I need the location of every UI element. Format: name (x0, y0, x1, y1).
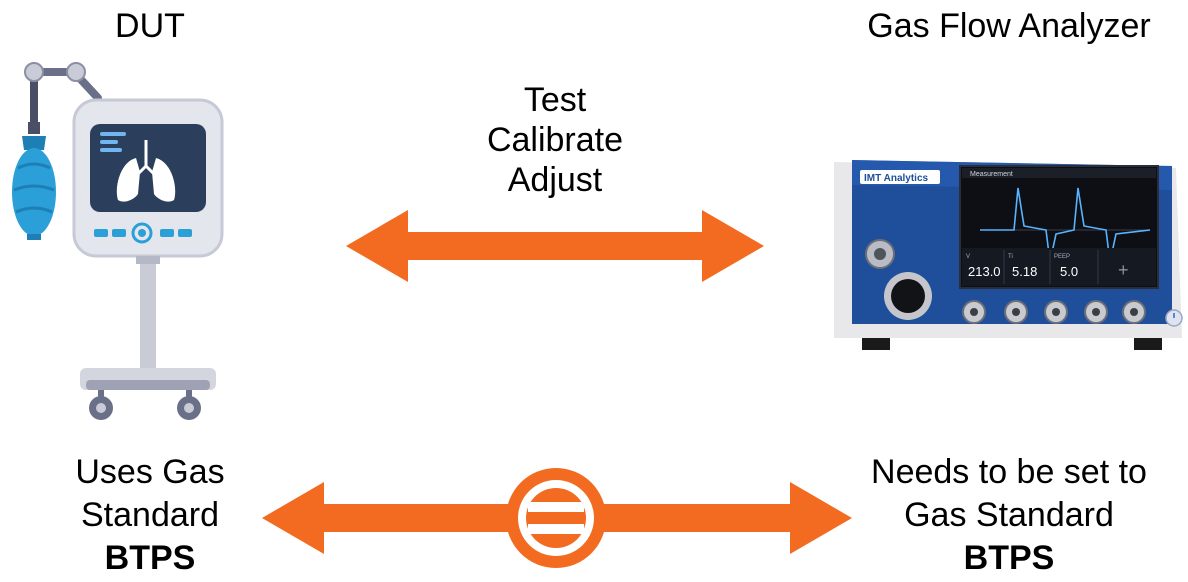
readout-value-3: 5.0 (1060, 264, 1078, 279)
add-readout-icon: + (1118, 260, 1129, 280)
left-standard-line1: Uses Gas (75, 453, 225, 491)
right-standard-value: BTPS (963, 539, 1055, 577)
dut-label: DUT (115, 7, 185, 45)
equivalence-arrow (262, 468, 852, 568)
right-standard-line2: Gas Standard (904, 496, 1114, 534)
gas-flow-analyzer-device: IMT Analytics Measurement V Ti PEEP 213.… (834, 160, 1183, 350)
action-calibrate: Calibrate (486, 121, 624, 159)
equals-icon (506, 468, 606, 568)
right-standard-line1: Needs to be set to (871, 453, 1147, 491)
ventilator-icon (12, 62, 224, 420)
readout-label-1: V (966, 254, 970, 260)
brand-label: IMT Analytics (864, 173, 929, 184)
test-calibrate-arrow (346, 210, 764, 282)
action-adjust: Adjust (507, 161, 603, 199)
action-test: Test (523, 81, 587, 119)
port-connectors (962, 300, 1146, 324)
readout-value-2: 5.18 (1012, 264, 1037, 279)
readout-value-1: 213.0 (968, 264, 1001, 279)
readout-label-3: PEEP (1054, 254, 1070, 260)
lungs-icon (116, 140, 176, 202)
left-standard-line2: Standard (81, 496, 219, 534)
left-standard-value: BTPS (104, 539, 196, 577)
readout-label-2: Ti (1008, 254, 1013, 260)
breathing-bag-icon (12, 122, 56, 240)
screen-title: Measurement (970, 171, 1013, 178)
analyzer-label: Gas Flow Analyzer (867, 7, 1151, 45)
